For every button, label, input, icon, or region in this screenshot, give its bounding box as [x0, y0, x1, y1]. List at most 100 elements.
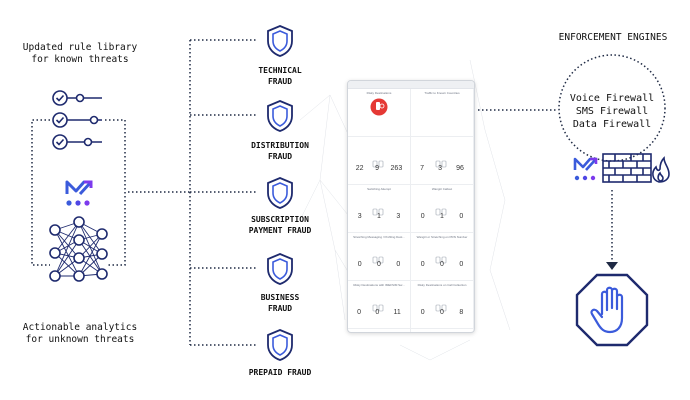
fraud-label-distribution: DISTRIBUTION FRAUD: [230, 140, 330, 162]
rule-library-line-1: Updated rule library: [22, 42, 138, 53]
stop-hand-icon: [575, 273, 649, 347]
widget-value: 0: [440, 309, 444, 316]
fraud-label-line: PAYMENT FRAUD: [248, 226, 312, 235]
widget-title: Risky Destinations on Call Collection: [417, 283, 467, 287]
phone-device-icon: [435, 203, 448, 216]
dashboard-widget: Risky Destinations: [348, 89, 411, 137]
fraud-label-line: TECHNICAL: [258, 66, 302, 75]
shield-icon-prepaid: [267, 329, 293, 361]
widget-value: 1: [377, 213, 381, 220]
shield-icon-distribution: [267, 100, 293, 132]
widget-values: 7 3 96: [413, 165, 471, 173]
engine-list: Voice Firewall SMS Firewall Data Firewal…: [556, 92, 668, 131]
widget-title: Stretching Messaging / Profiling Dest...: [353, 235, 405, 239]
widget-value: 11: [393, 309, 401, 316]
enforcement-circle: [558, 54, 666, 162]
widget-values: 0 0 8: [413, 309, 471, 317]
widget-value: 3: [357, 213, 362, 220]
widget-title: Switching Attempt: [367, 187, 391, 191]
widget-value: 22: [355, 165, 364, 172]
fraud-label-subscription: SUBSCRIPTION PAYMENT FRAUD: [230, 214, 330, 236]
firewall-icon: [602, 153, 670, 183]
widget-value: 0: [375, 309, 380, 316]
engine-sms: SMS Firewall: [575, 106, 649, 117]
fraud-label-prepaid: PREPAID FRAUD: [230, 367, 330, 378]
rule-toggle-2: [52, 112, 102, 128]
rule-toggle-1: [52, 90, 102, 106]
widget-values: 22 9 263: [350, 165, 408, 173]
dashboard-widget: Stretching Messaging / Profiling Dest...…: [348, 233, 411, 281]
phone-device-icon: [435, 299, 448, 312]
fraud-label-line: SUBSCRIPTION: [251, 215, 309, 224]
widget-title: Risky Destinations: [366, 91, 392, 95]
fraud-label-line: FRAUD: [267, 152, 293, 161]
phone-device-icon: [372, 203, 385, 216]
widget-values: 0 0 0: [413, 261, 471, 269]
widget-value: 3: [438, 165, 442, 172]
analytics-line-2: for unknown threats: [25, 334, 135, 345]
brand-logo: [65, 180, 93, 206]
dashboard-widget: Wangiri Attempt010: [411, 329, 474, 333]
dashboard-grid: Risky Destinations Traffic to Known Count…: [348, 89, 474, 333]
fraud-label-line: FRAUD: [267, 304, 293, 313]
neural-network-icon: [49, 216, 108, 282]
dashboard-widget: Risky Destinations on Call Collection 0 0 8: [411, 281, 474, 329]
widget-value: 8: [459, 309, 464, 316]
dashboard-widget: 22 9 263: [348, 137, 411, 185]
widget-values: 3 1 3: [350, 213, 408, 221]
engine-voice: Voice Firewall: [569, 93, 655, 104]
widget-value: 263: [390, 165, 403, 172]
fraud-label-technical: TECHNICAL FRAUD: [230, 65, 330, 87]
widget-value: 3: [396, 213, 401, 220]
widget-value: 0: [396, 261, 401, 268]
fraud-label-line: BUSINESS: [260, 293, 300, 302]
widget-value: 7: [420, 165, 424, 172]
fraud-label-business: BUSINESS FRAUD: [230, 292, 330, 314]
widget-value: 9: [375, 165, 379, 172]
phone-device-icon: [372, 155, 385, 168]
widget-title: [411, 137, 473, 139]
widget-title: Traffic to Known Countries: [424, 91, 460, 95]
engine-data: Data Firewall: [572, 119, 652, 130]
dashboard-topbar: [348, 81, 474, 89]
enforcement-title: ENFORCEMENT ENGINES: [558, 32, 668, 43]
dashboard-screenshot: Risky Destinations Traffic to Known Count…: [347, 80, 475, 333]
widget-value: 0: [459, 213, 464, 220]
widget-value: 0: [377, 261, 381, 268]
analytics-label: Actionable analytics for unknown threats: [0, 322, 160, 346]
analytics-line-1: Actionable analytics: [22, 322, 138, 333]
phone-device-icon: [435, 155, 448, 168]
widget-value: 0: [420, 309, 425, 316]
widget-value: 0: [357, 261, 362, 268]
rule-library-line-2: for known threats: [31, 54, 129, 65]
brand-logo-small: [573, 157, 598, 181]
widget-value: 0: [420, 261, 425, 268]
widget-title: Wangiri or Stretching on PRN Number: [416, 235, 468, 239]
widget-title: Traffic By Subscriber Location: [359, 331, 399, 333]
phone-device-icon: [435, 251, 448, 264]
fraud-label-line: FRAUD: [267, 77, 293, 86]
shield-icon-business: [267, 253, 293, 285]
widget-value: 96: [456, 165, 464, 172]
rule-toggles: [52, 90, 102, 150]
widget-value: 1: [440, 213, 444, 220]
dashboard-widget: Traffic By Subscriber Location000: [348, 329, 411, 333]
rule-library-label: Updated rule library for known threats: [0, 42, 160, 66]
dashboard-widget: 7 3 96: [411, 137, 474, 185]
widget-title: Risky Destinations with IMEI/SIM Sw...: [353, 283, 405, 287]
widget-value: 0: [440, 261, 444, 268]
widget-title: Wangiri Attempt: [431, 331, 453, 333]
widget-value: 0: [459, 261, 464, 268]
fraud-label-line: PREPAID FRAUD: [248, 368, 312, 377]
widget-title: Wangiri Callout: [431, 187, 453, 191]
dashboard-widget: Traffic to Known Countries: [411, 89, 474, 137]
alert-phone-icon: [370, 98, 388, 116]
shield-icon-subscription: [267, 177, 293, 209]
phone-device-icon: [372, 251, 385, 264]
rule-toggle-3: [52, 134, 102, 150]
widget-title: [348, 137, 410, 139]
